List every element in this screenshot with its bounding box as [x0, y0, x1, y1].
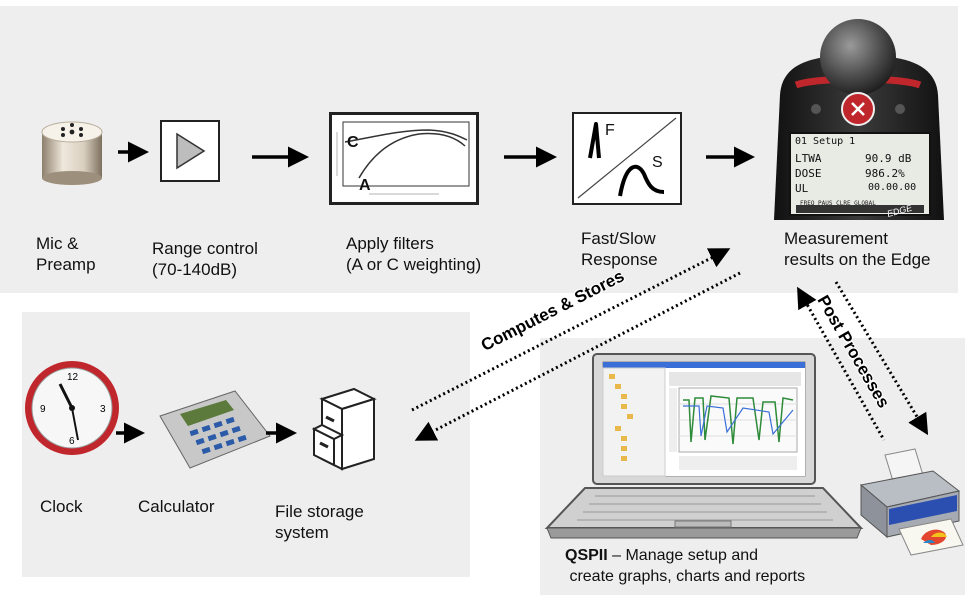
mic-label: Mic & Preamp: [36, 233, 96, 275]
response-label: Fast/Slow Response: [581, 228, 658, 270]
device-row3-label: UL: [795, 182, 809, 195]
curve-c-label: C: [347, 134, 359, 151]
filters-label: Apply filters (A or C weighting): [346, 233, 481, 275]
device-screen-title: 01 Setup 1: [795, 136, 856, 147]
svg-text:9: 9: [40, 404, 46, 415]
flow-arrows-top: [118, 141, 755, 168]
slow-label: S: [652, 154, 663, 171]
storage-label: File storage system: [275, 501, 364, 543]
device-row2-value: 986.2%: [865, 167, 905, 180]
results-label: Measurement results on the Edge: [784, 228, 930, 270]
software-window: [602, 362, 805, 477]
response-label-text: Fast/Slow Response: [581, 229, 658, 269]
edge-dosimeter-device: EDGE: [774, 19, 944, 220]
device-row1-label: LTWA: [795, 152, 822, 165]
clock-label: Clock: [40, 497, 83, 516]
software-caption: QSPII – Manage setup and create graphs, …: [565, 545, 805, 587]
file-cabinet-icon: [311, 387, 377, 471]
device-footer: FREQ PAUS CLRE GLOBAL: [800, 200, 876, 207]
software-name: QSPII: [565, 547, 608, 564]
software-caption-rest: – Manage setup and create graphs, charts…: [569, 547, 806, 585]
filters-label-text: Apply filters (A or C weighting): [346, 234, 482, 274]
svg-text:12: 12: [67, 372, 79, 383]
storage-label-text: File storage system: [275, 502, 364, 542]
clock-icon: 12 9 3 6: [25, 361, 119, 455]
device-row2-label: DOSE: [795, 167, 822, 180]
weighting-curves-graph: [336, 121, 470, 195]
amplifier-icon: [176, 132, 206, 170]
svg-text:6: 6: [69, 436, 75, 447]
mic-label-text: Mic & Preamp: [36, 234, 96, 274]
fast-label: F: [605, 122, 615, 139]
device-row1-value: 90.9 dB: [865, 152, 912, 165]
range-label-text: Range control (70-140dB): [152, 239, 258, 279]
microphone-icon: [41, 121, 103, 185]
device-row3-value: 00.00.00: [868, 182, 917, 193]
results-label-text: Measurement results on the Edge: [784, 229, 931, 269]
printer-icon: [859, 448, 964, 556]
range-label: Range control (70-140dB): [152, 238, 258, 280]
calculator-label: Calculator: [138, 497, 215, 516]
fast-slow-icon: [577, 117, 677, 199]
calculator-icon: [159, 390, 271, 469]
curve-a-label: A: [359, 177, 371, 194]
filter-graph-box: [329, 112, 479, 205]
svg-text:3: 3: [100, 404, 106, 415]
